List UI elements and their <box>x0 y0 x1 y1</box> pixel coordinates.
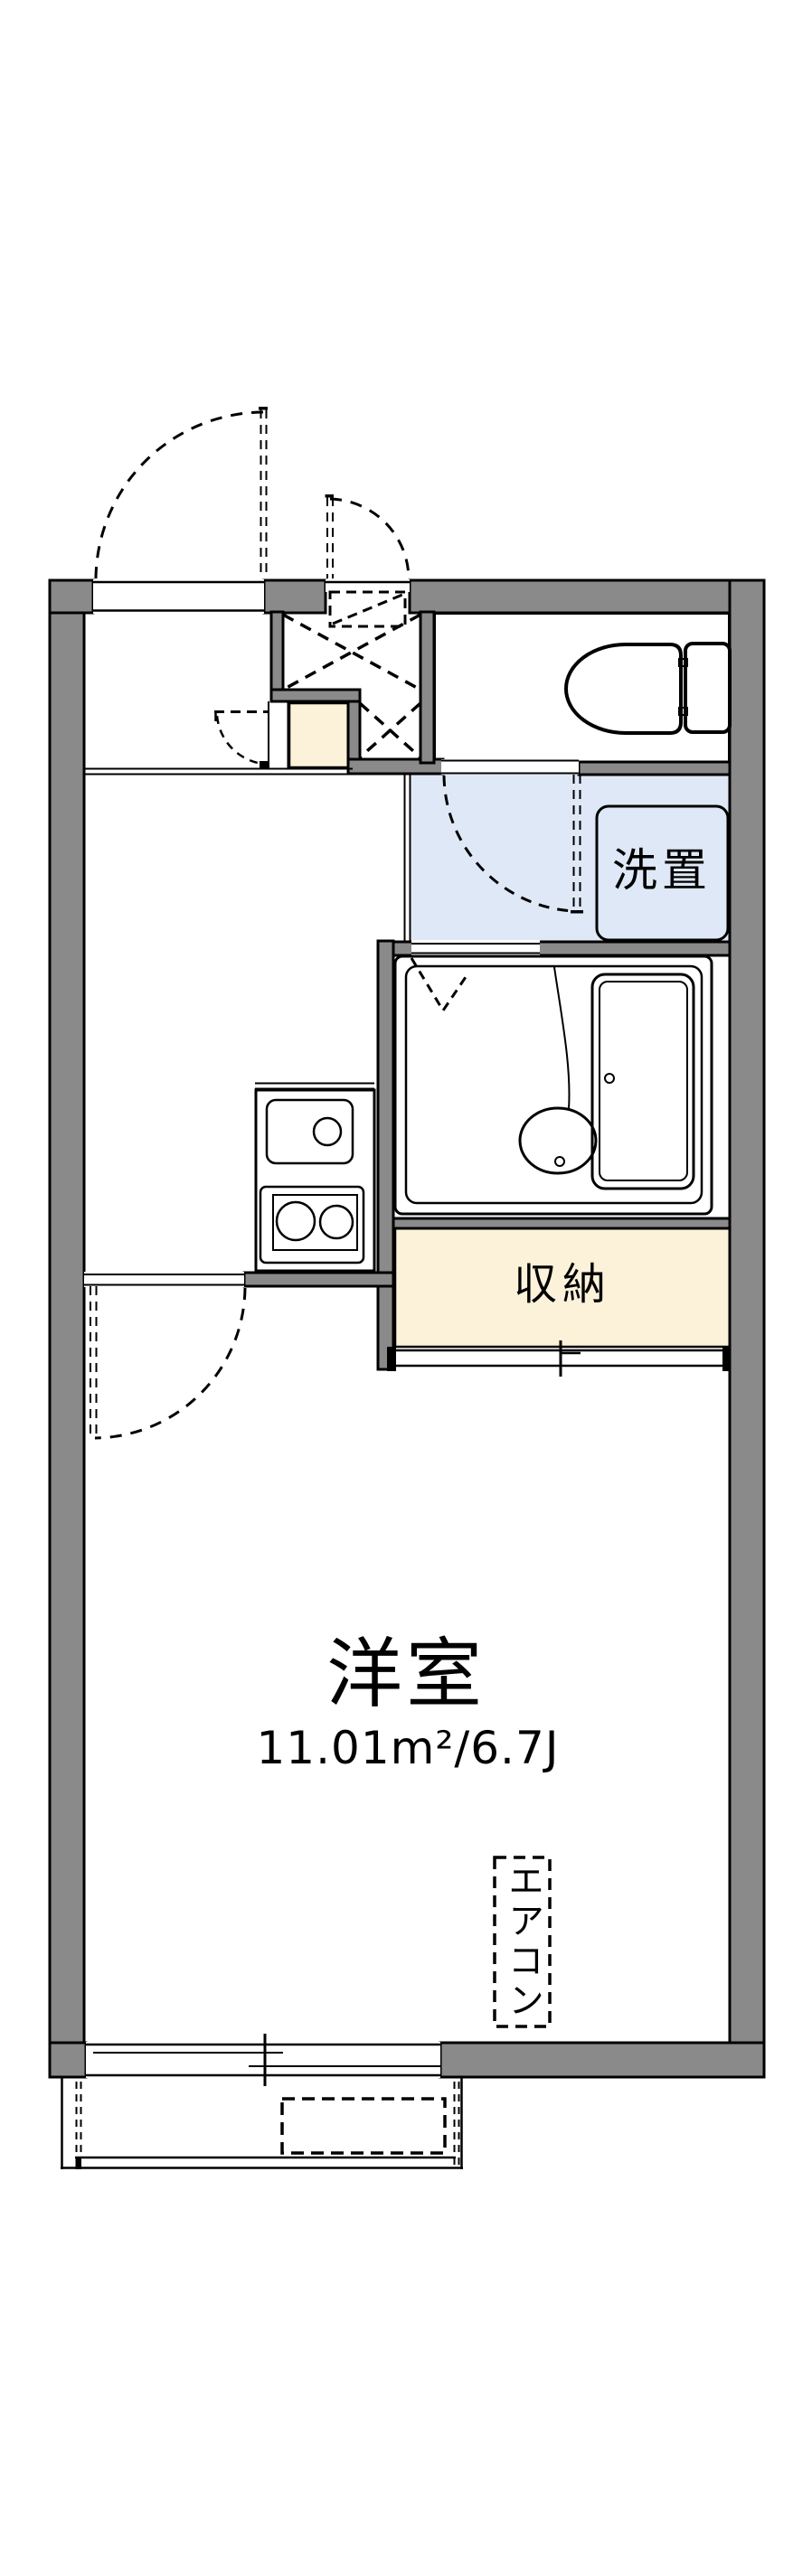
balcony-dashed-zone <box>280 2097 447 2155</box>
laundry-label: 洗置 <box>612 844 712 897</box>
outer-walls <box>48 578 766 2079</box>
bathroom-door-opening <box>411 940 540 957</box>
aircon-label: エアコン <box>502 1862 543 2021</box>
laundry-room <box>403 771 730 943</box>
sink-icon <box>265 1098 354 1165</box>
entrance-opening <box>93 579 264 614</box>
stove-icon <box>259 1185 365 1264</box>
bathtub <box>590 973 695 1190</box>
hall-cabinet-door <box>214 701 289 769</box>
room-door-opening <box>84 1272 244 1287</box>
closet-label: 収納 <box>513 1259 612 1310</box>
overhead-cabinet-dashed <box>328 590 407 628</box>
closet-sliding-door <box>387 1340 731 1377</box>
room-label-western: 洋室 <box>326 1630 486 1718</box>
shoe-cabinet <box>288 701 352 769</box>
entrance-door2-swing <box>325 494 411 579</box>
toilet-icon <box>564 642 732 735</box>
bathroom-unit <box>393 954 713 1216</box>
entrance-door-swing <box>94 407 268 579</box>
window-south <box>86 2034 440 2086</box>
bath-door-swing <box>410 957 469 1013</box>
wash-basin <box>518 1106 598 1175</box>
toilet-door-opening <box>441 759 579 775</box>
hall-kitchen-divider <box>84 767 353 776</box>
kitchen-unit <box>254 1082 376 1273</box>
balcony <box>61 2077 463 2169</box>
washing-machine <box>595 804 730 942</box>
toilet-door-swing <box>442 775 583 914</box>
entrance-door2-opening <box>326 579 410 592</box>
room-area-label: 11.01m²/6.7J <box>256 1722 560 1774</box>
aircon-box <box>493 1856 552 2028</box>
room-door-swing <box>90 1286 247 1440</box>
